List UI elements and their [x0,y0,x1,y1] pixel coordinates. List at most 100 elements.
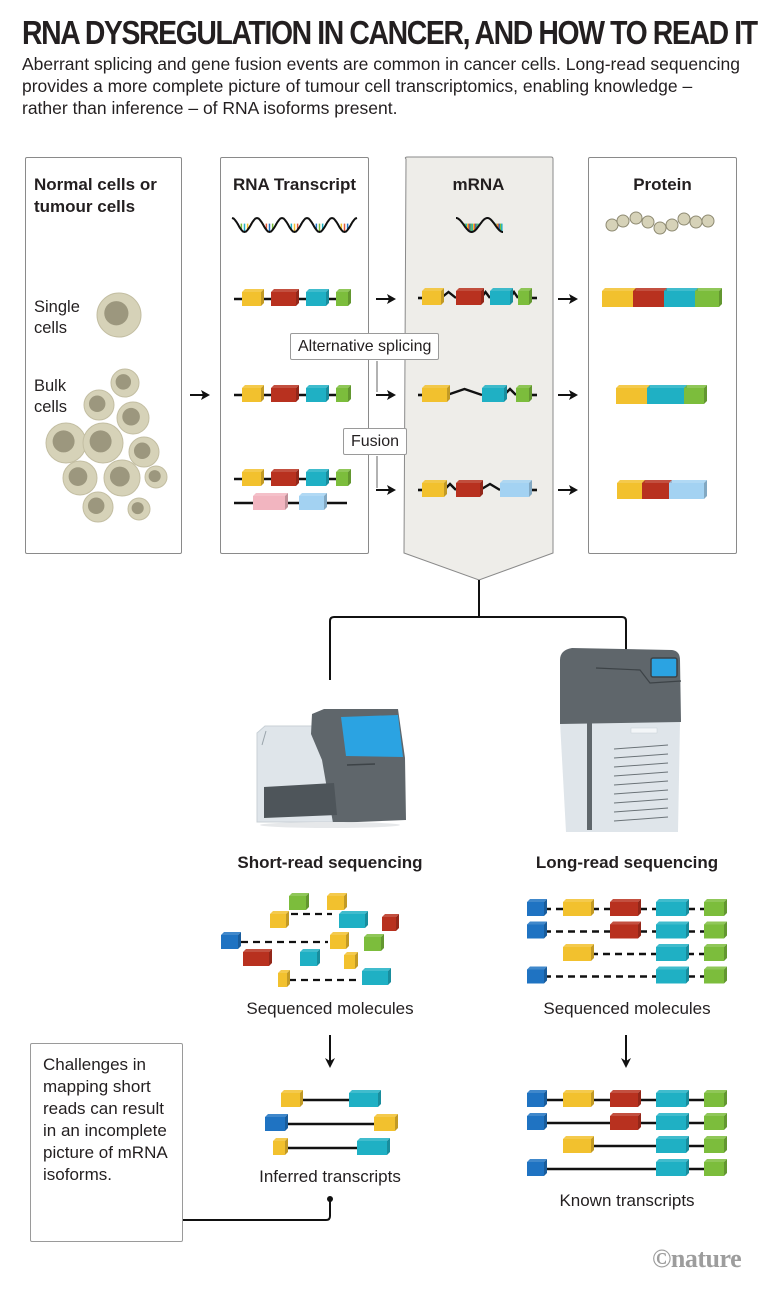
known-transcript-exon-teal-side [686,1090,689,1107]
mrna-row-3-exon-yellow [422,483,444,497]
long-read-molecule-exon-teal [656,947,686,961]
long-read-machine-screen [650,657,678,678]
rna-row-1-exon-green-side [348,289,351,306]
known-transcript-exon-green-side [724,1159,727,1176]
known-transcript-exon-red-top [610,1113,641,1116]
amino-acid-bead-icon [641,215,655,229]
known-transcript-exon-green [704,1139,724,1153]
inferred-transcript-exon-yellow-side [395,1114,398,1131]
rna-row-3a-exon-red-top [271,469,299,472]
known-transcript-exon-blue-top [527,1159,547,1162]
mrna-row-1-exon-red-top [456,288,484,291]
figure-title: RNA DYSREGULATION IN CANCER, AND HOW TO … [22,14,758,51]
rna-helix-icon [231,216,358,234]
protein-bar-3-segment-yellow [617,483,642,499]
rna-to-mrna-arrow-1-head [387,294,396,304]
short-read-fragment-yellow-top [327,893,347,896]
known-transcript-exon-blue-top [527,1113,547,1116]
note-leader-line [183,1200,331,1221]
protein-bar-3-segment-lightblue-top [669,480,707,483]
known-transcript-exon-yellow-top [563,1090,594,1093]
long-read-molecule-exon-teal [656,969,686,984]
mrna-row-3-splice-junction [479,482,501,492]
mrna-row-3-exon-yellow-side [444,480,447,497]
long-read-molecule-exon-blue-side [544,921,547,939]
mrna-row-2-exon-teal [482,388,504,402]
long-read-machine-vent [613,807,669,813]
short-read-fragment-red-side [396,914,399,931]
rna-row-3b-exon-pink-side [285,493,288,510]
rna-row-3a-exon-teal [306,472,326,486]
inferred-transcript-exon-yellow-top [281,1090,303,1093]
long-read-molecule-exon-blue-side [544,899,547,916]
short-read-fragment-yellow-side [286,911,289,928]
known-transcript-exon-teal [656,1093,686,1107]
short-read-fragment-green-side [381,934,384,951]
long-read-molecule-exon-green [704,902,724,916]
short-read-fragment-blue-top [221,932,241,935]
short-read-fragment-yellow [278,973,287,987]
note-leader-dot [327,1196,333,1202]
long-read-molecule-exon-red-side [638,899,641,916]
long-read-machine-vent [613,744,669,750]
known-transcript-exon-blue [527,1116,544,1130]
inferred-transcript-exon-teal [357,1141,387,1155]
short-read-fragment-yellow-side [355,952,358,969]
rna-to-mrna-arrow-3-head [387,485,396,495]
long-read-molecule-exon-teal-top [656,944,689,947]
known-transcript-exon-blue-side [544,1159,547,1176]
bulk-cell-icon-nucleus [148,470,161,483]
short-read-fragment-yellow-side [346,932,349,949]
long-read-molecule-exon-yellow-top [563,899,594,902]
known-transcript-exon-green-side [724,1113,727,1130]
short-read-fragment-red-side [269,949,272,966]
short-read-challenge-note: Challenges in mapping short reads can re… [30,1043,183,1242]
short-read-molecules-caption: Sequenced molecules [246,999,414,1018]
bulk-cell-icon-nucleus [109,466,130,487]
mrna-row-3-exon-lightblue-top [500,480,532,483]
rna-row-1-exon-green [336,292,348,306]
mrna-row-2-exon-green-side [529,385,532,402]
long-read-machine-body [560,722,680,832]
known-transcript-exon-teal [656,1139,686,1153]
mrna-row-2-exon-yellow [422,388,447,402]
rna-row-3a-exon-teal-top [306,469,329,472]
known-transcript-exon-green-top [704,1136,727,1139]
figure-subtitle: Aberrant splicing and gene fusion events… [22,54,740,118]
long-read-molecule-exon-green [704,947,724,961]
known-transcript-exon-green-side [724,1090,727,1107]
inferred-transcript-exon-teal-side [387,1138,390,1155]
long-read-molecule-exon-teal-top [656,966,689,970]
short-read-fragment-green [289,896,306,910]
fusion-callout: Fusion [343,428,408,455]
rna-row-3a-exon-red-side [296,469,299,486]
bulk-cell-icon-nucleus [122,407,140,426]
protein-bar-3-segment-red [642,483,669,499]
long-read-molecule-exon-teal [656,924,686,939]
mrna-row-3-exon-red-top [456,480,483,483]
known-transcript-exon-yellow-side [591,1136,594,1153]
inferred-transcript-exon-yellow [281,1093,300,1107]
long-read-molecule-exon-green-top [704,899,727,902]
long-read-molecule-exon-teal-side [686,921,689,939]
single-cells-label: Single cells [34,298,80,337]
rna-panel-title: RNA Transcript [232,175,357,194]
mrna-row-1-exon-green [518,291,529,305]
short-read-fragment-red [382,917,396,931]
amino-acid-bead-icon [677,212,691,226]
cells-to-rna-arrow-head [201,390,210,400]
inferred-transcripts-caption: Inferred transcripts [259,1167,401,1186]
long-read-molecule-exon-teal [656,902,686,916]
protein-bar-1-segment-green-top [695,288,722,291]
short-read-fragment-yellow-side [344,893,347,910]
protein-bar-2-segment-teal [647,388,684,404]
rna-row-1-exon-teal-top [306,289,329,292]
mrna-row-1-exon-green-side [529,288,532,305]
long-read-molecule-exon-teal-top [656,899,689,902]
rna-row-3a-exon-yellow [242,472,261,486]
short-read-fragment-yellow [344,955,355,969]
rna-row-2-exon-red-top [271,385,299,388]
long-read-molecule-exon-yellow [563,902,591,916]
rna-row-2-exon-red-side [296,385,299,402]
rna-row-3b-exon-pink [253,496,285,510]
